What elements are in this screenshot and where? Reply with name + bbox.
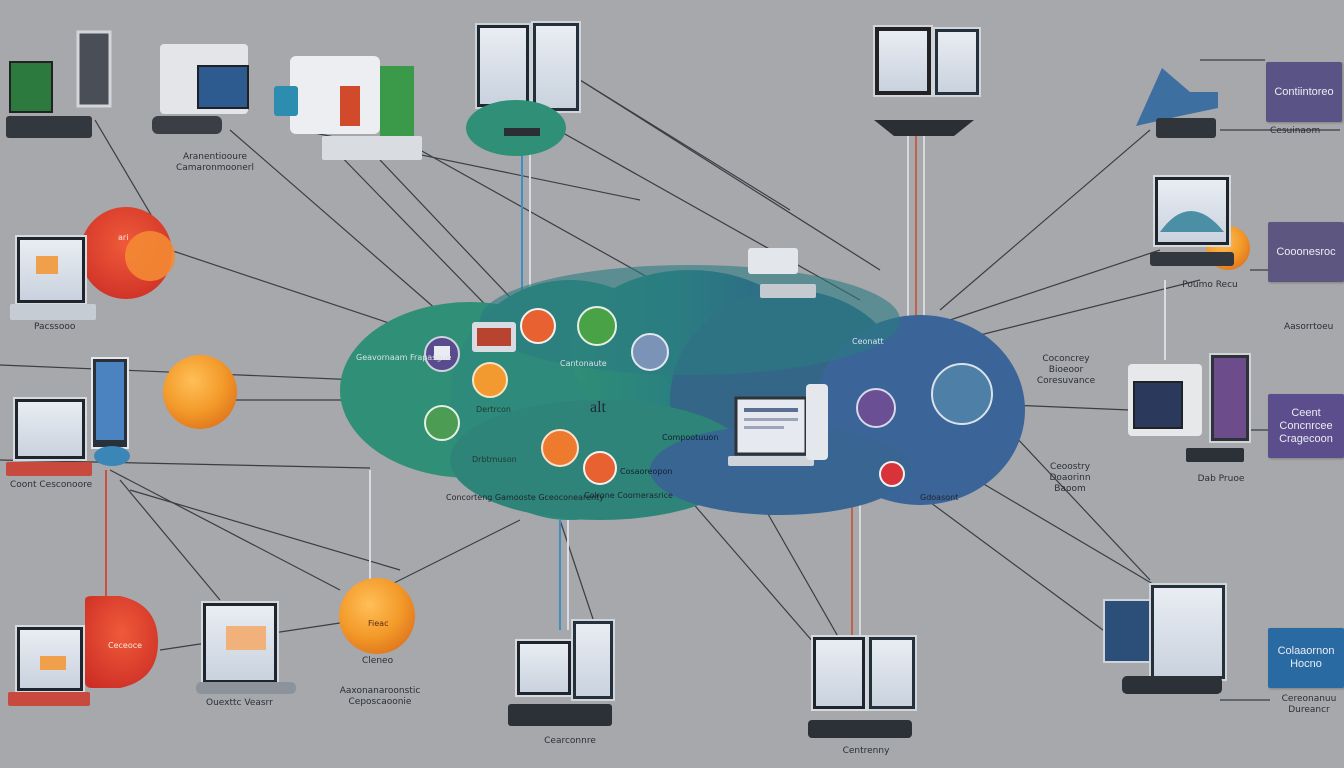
caption-left-mid: Pacssooo (34, 322, 76, 332)
caption-bottom-center: Centrenny (842, 746, 890, 756)
cloud-label-5: Compootuuon (662, 433, 719, 442)
cloud-label-10: Colrone Coornerasrice (584, 491, 673, 500)
caption-bottom-right: Cereonanuu Dureancr (1281, 694, 1337, 715)
orb-label-2: Ceceoce (108, 641, 143, 650)
caption-right-3: Aasorrtoeu (1284, 322, 1334, 332)
caption-top-left: Aranentiooure Camaronmoonerl (175, 152, 255, 173)
cloud-label-9: Concorteng Gamooste Gceoconearenty (446, 493, 604, 502)
caption-bottom-left: Ouexttc Veasrr (206, 698, 273, 708)
label-box-4: Colaaornon Hocno (1268, 628, 1344, 688)
label-box-3-line-2: Concnrcee (1279, 419, 1333, 432)
connection-lines (0, 59, 1340, 701)
label-box-1: Contiintoreo (1266, 62, 1342, 122)
cloud-icons (424, 248, 993, 487)
cloud-label-8: Ceonatt (852, 337, 884, 346)
devices (6, 21, 1251, 738)
caption-bottom-cluster: Cleneo (362, 656, 394, 666)
label-box-4-line-2: Hocno (1290, 658, 1322, 670)
label-box-3-line-3: Cragecoon (1279, 432, 1333, 445)
cloud-label-3: Drbtmuson (472, 455, 517, 464)
cloud-label-6: Cosaoreopon (620, 467, 673, 476)
label-box-3-line-1: Ceent (1291, 406, 1321, 419)
label-box-2-line-1: Cooonesroc (1276, 245, 1336, 258)
cloud-label-4: Cantonaute (560, 359, 607, 368)
label-box-3: Ceent Concnrcee Cragecoon (1268, 394, 1344, 458)
caption-mid-right-2: Ceoostry Doaorinn Baoom (1049, 462, 1091, 494)
orb-label-1: ari (118, 233, 129, 242)
central-cloud (340, 265, 1025, 520)
caption-right-2: Poumo Recu (1182, 280, 1238, 290)
cloud-label-2: Dertrcon (476, 405, 511, 414)
orb-label-3: Fieac (368, 619, 389, 628)
caption-bottom-mid: Cearconnre (544, 736, 596, 746)
cloud-label-7: Gdoasont (920, 493, 959, 502)
caption-right-1: Cesuinaom (1270, 126, 1321, 136)
label-box-2: Cooonesroc (1268, 222, 1344, 282)
cloud-label-1: Geavornaam Frapasgue (356, 353, 452, 362)
label-box-4-line-1: Colaaornon (1277, 645, 1335, 657)
caption-bottom-cluster-2: Aaxonanaroonstic Ceposcaoonie (339, 686, 421, 707)
caption-left-low: Coont Cesconoore (10, 480, 93, 490)
caption-mid-right-1: Coconcrey Bioeoor Coresuvance (1036, 354, 1096, 386)
label-box-1-line-1: Contiintoreo (1274, 85, 1334, 98)
caption-right-4: Dab Pruoe (1197, 474, 1245, 484)
cloud-center-label: alt (590, 399, 607, 416)
